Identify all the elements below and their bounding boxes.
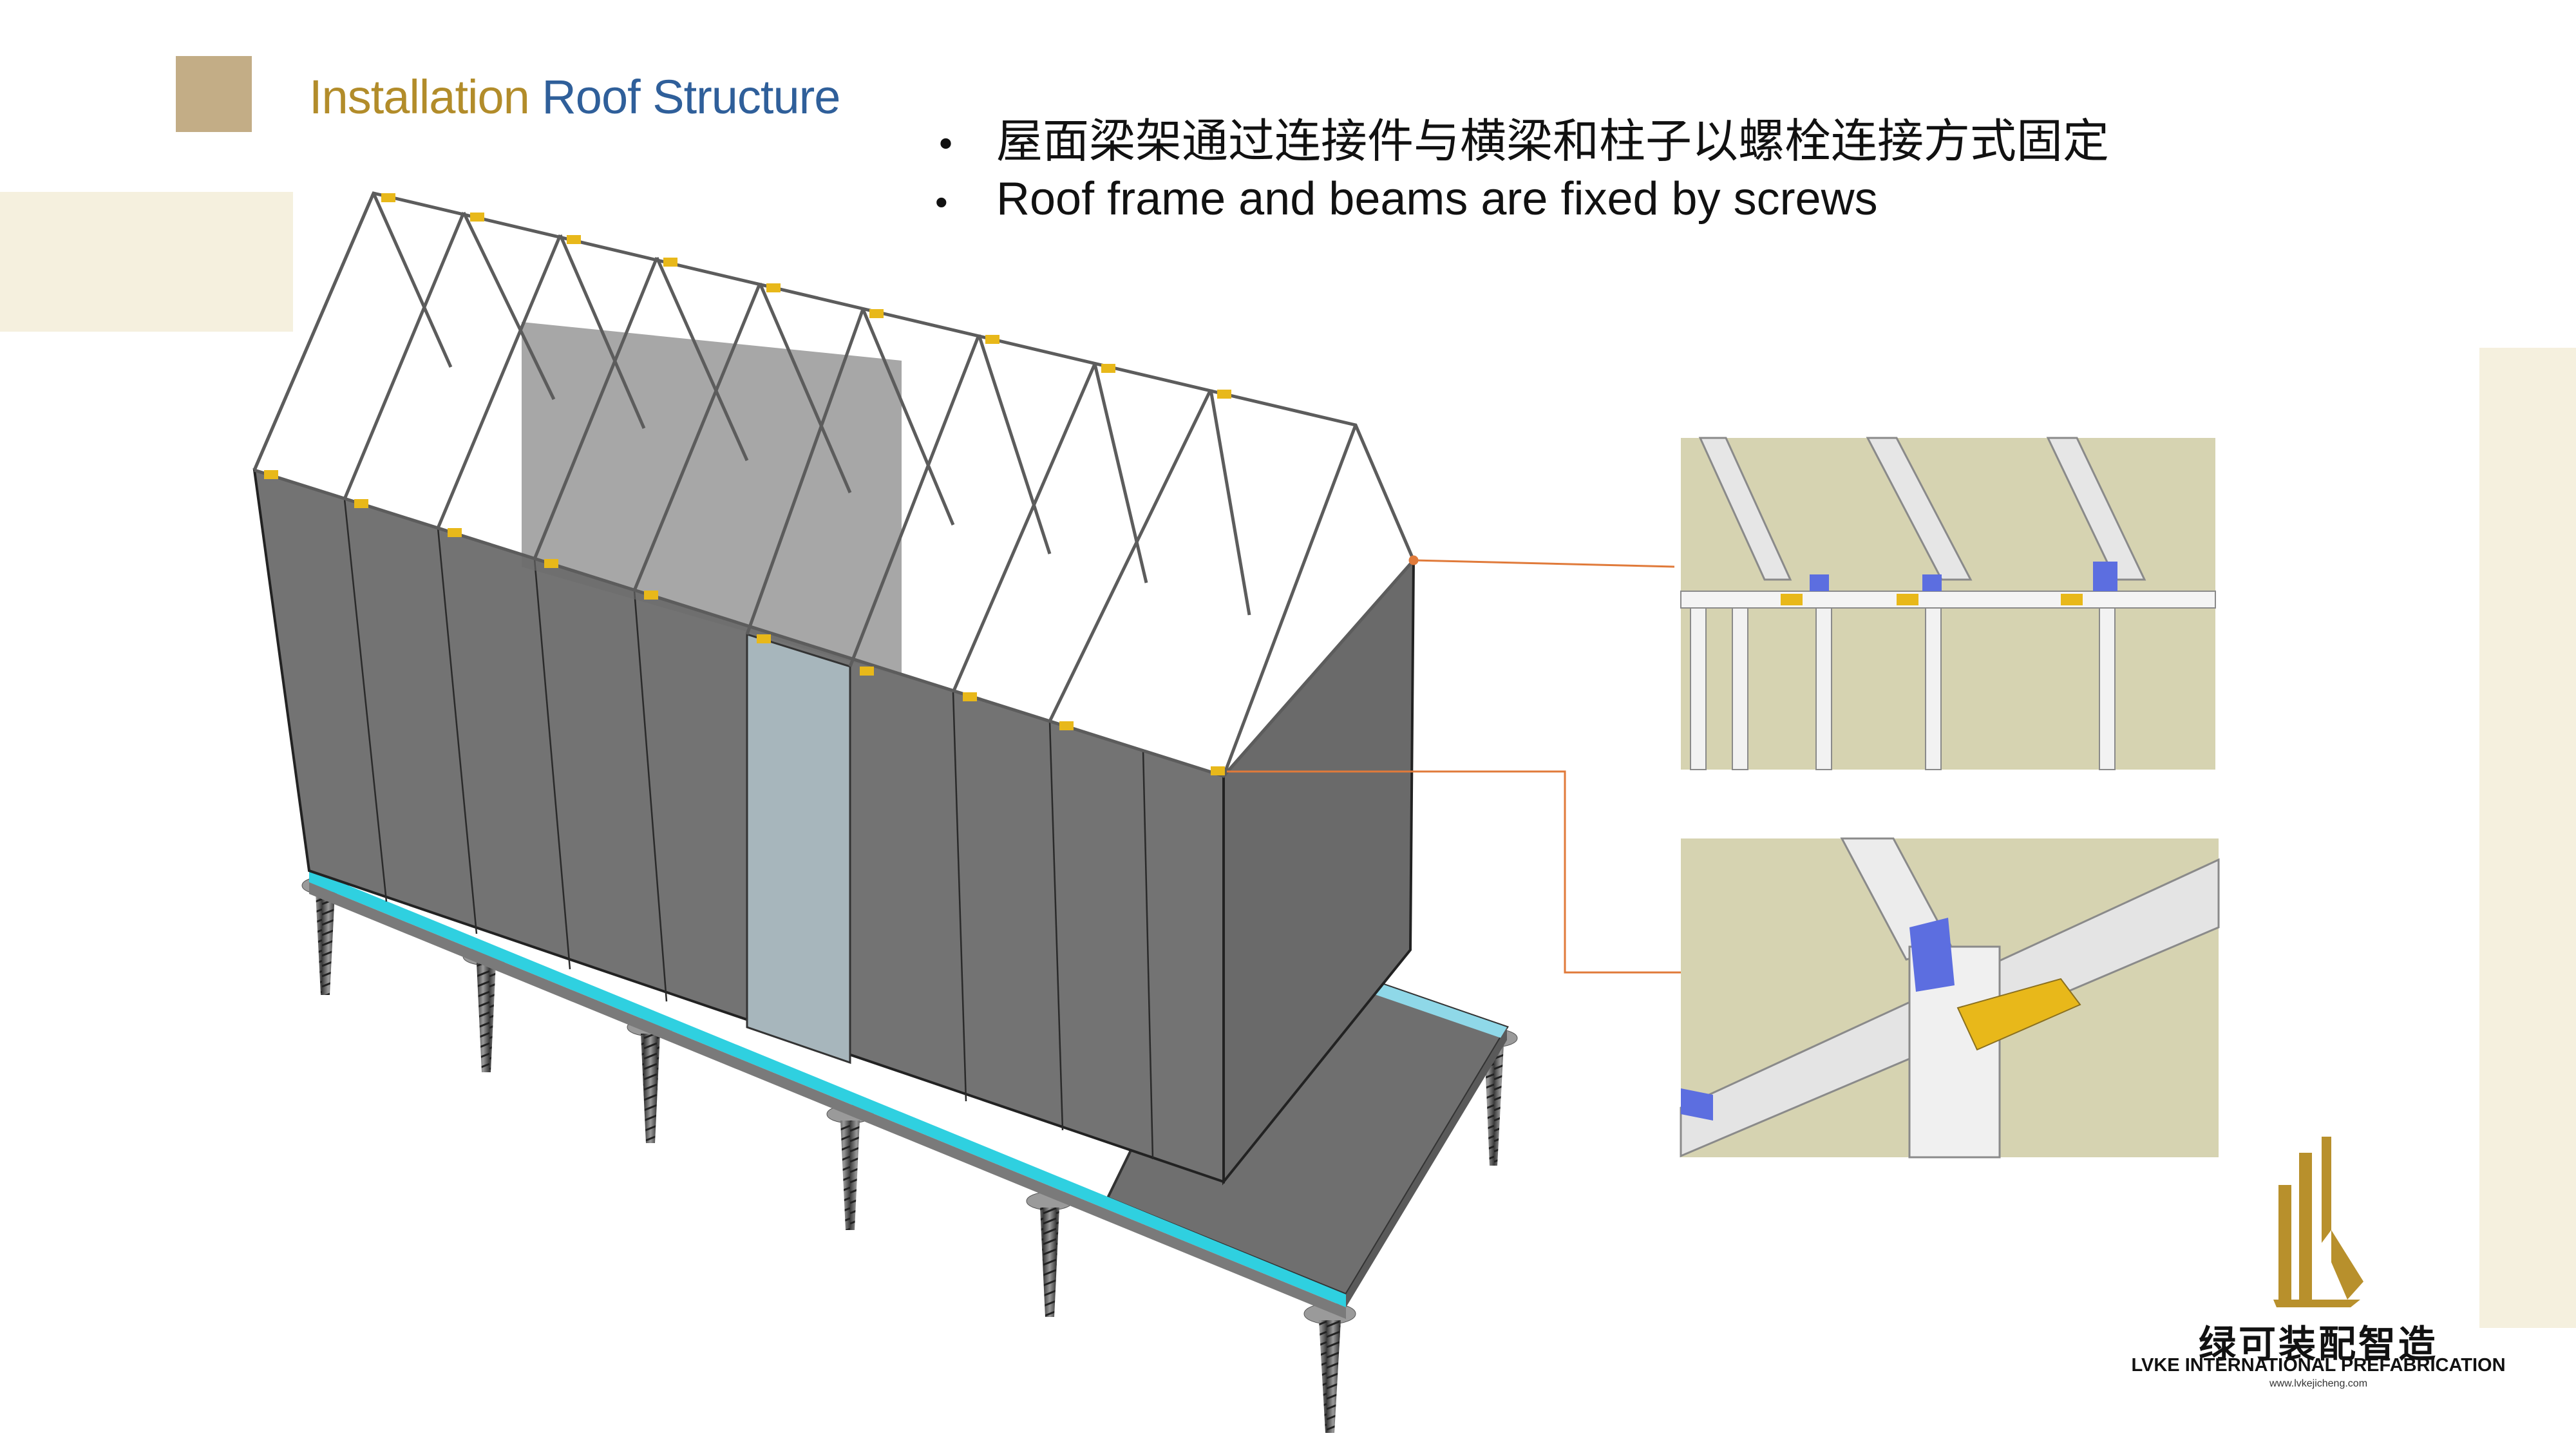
bullet-text: Roof frame and beams are fixed by screws [996,173,1878,225]
brand-name-chinese: 绿可装配智造 [2198,1322,2438,1366]
title-roof-structure: Roof Structure [542,70,840,124]
left-decor-band [0,192,293,332]
brand-url[interactable]: www.lvkejicheng.com [2269,1378,2368,1389]
callout-lines [1227,555,1681,974]
window-panel [746,632,851,1065]
bullet-dot-icon: • [935,182,948,222]
roof-trusses [252,191,1416,778]
title-accent-square [176,56,252,132]
bullet-text: 屋面梁架通过连接件与横梁和柱子以螺栓连接方式固定 [996,114,2110,168]
bullet-item-english: • Roof frame and beams are fixed by screw… [935,173,1878,225]
ground-screw [1303,1303,1356,1433]
bullet-item-chinese: • 屋面梁架通过连接件与横梁和柱子以螺栓连接方式固定 [935,103,2109,171]
truss-connectors [264,193,1231,775]
ground-screw [826,1104,874,1230]
floor-base [309,869,1509,1319]
detail-inset-bottom [1680,837,2220,1159]
slide-title: Installation Roof Structure [309,70,840,124]
ground-screw [1026,1191,1074,1317]
detail-inset-top [1680,437,2216,770]
brand-name-english: LVKE INTERNATIONAL PREFABRICATION [2131,1355,2506,1376]
bullet-dot-icon: • [935,124,957,166]
right-decor-band [2479,348,2576,1328]
title-installation: Installation [309,70,530,124]
wall [252,322,1416,1186]
brand-logo-mark [2273,1137,2363,1307]
